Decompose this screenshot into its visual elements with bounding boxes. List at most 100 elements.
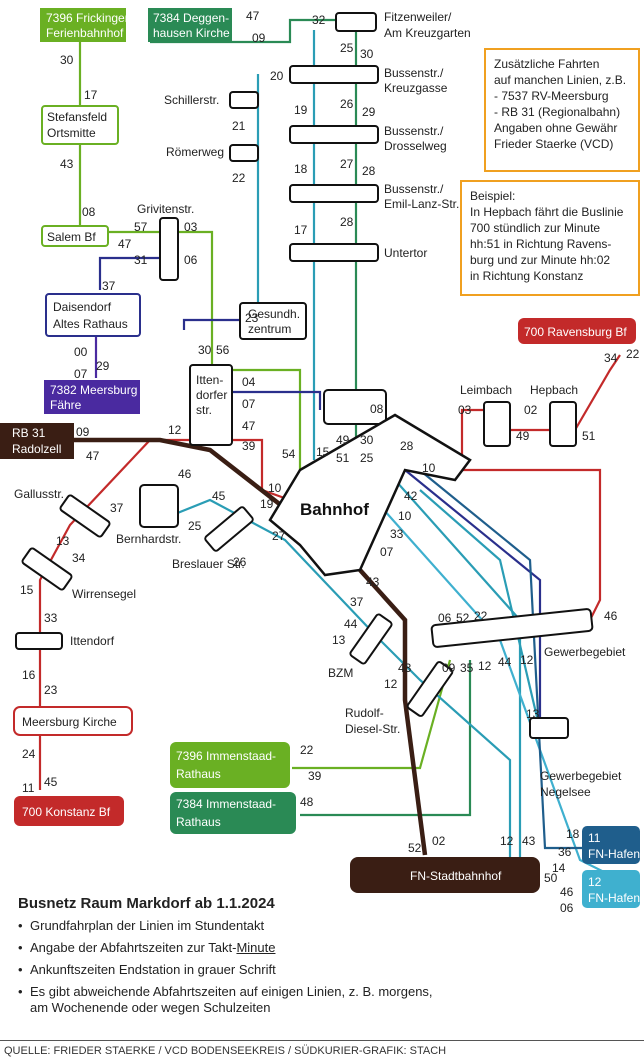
minute-label: 30	[360, 47, 374, 61]
note1-line: Zusätzliche Fahrten	[494, 57, 600, 71]
minute-label: 56	[216, 343, 230, 357]
minute-label: 23	[44, 683, 58, 697]
route-700-ravensburg	[460, 408, 602, 621]
minute-label: 04	[242, 375, 256, 389]
minute-label: 16	[22, 668, 36, 682]
minute-label: 13	[332, 633, 346, 647]
terminal-meersburg-l1: 7382 Meersburg	[50, 383, 137, 397]
minute-label: 12	[520, 653, 534, 667]
stop-gesundh-l1: Gesundh.	[248, 307, 300, 321]
minute-label: 49	[336, 433, 350, 447]
stop-drosselweg	[289, 125, 379, 144]
legend-text: Angabe der Abfahrtszeiten zur Takt-	[30, 940, 237, 955]
terminal-imm7396-l2: Rathaus	[176, 767, 221, 781]
stop-bahnhof-top	[323, 389, 387, 425]
note2-line: burg und zur Minute hh:02	[470, 253, 611, 267]
route-7384-immenstaad	[300, 660, 472, 817]
terminal-boxes: 7396 Frickingen Ferienbahnhof 7384 Degge…	[0, 8, 640, 908]
label-roemerweg: Römerweg	[166, 145, 224, 159]
minute-label: 33	[44, 611, 58, 625]
minute-label: 08	[370, 402, 384, 416]
note1-line: - 7537 RV-Meersburg	[494, 89, 609, 103]
legend-text: Grundfahrplan der Linien im Stundentakt	[30, 918, 265, 933]
label-drosselweg-2: Drosselweg	[384, 139, 447, 153]
terminal-fn12-l2: FN-Hafen	[588, 891, 640, 905]
minute-label: 30	[360, 433, 374, 447]
minute-label: 49	[516, 429, 530, 443]
minute-label: 51	[336, 451, 350, 465]
minute-label: 45	[212, 489, 226, 503]
minute-label: 47	[246, 9, 260, 23]
note-example: Beispiel: In Hepbach fährt die Buslinie …	[460, 180, 640, 296]
minute-label: 52	[408, 841, 422, 855]
terminal-imm7384-l1: 7384 Immenstaad-	[176, 797, 276, 811]
label-untertor: Untertor	[384, 246, 427, 260]
terminal-fn11-l1: 11	[588, 831, 601, 845]
minute-label: 12	[500, 834, 514, 848]
minute-label: 22	[474, 609, 488, 623]
label-negelsee-2: Negelsee	[540, 785, 591, 799]
minute-label: 07	[74, 367, 88, 381]
label-negelsee-1: Gewerbegebiet	[540, 769, 622, 783]
legend-item: •Ankunftszeiten Endstation in grauer Sch…	[18, 962, 276, 977]
stop-bzm	[349, 613, 393, 665]
minute-label: 46	[604, 609, 618, 623]
label-bernhardstr: Bernhardstr.	[116, 532, 181, 546]
source-credit: QUELLE: FRIEDER STAERKE / VCD BODENSEEKR…	[0, 1040, 644, 1060]
label-leimbach: Leimbach	[460, 383, 512, 397]
route-bluegewerbe	[404, 469, 542, 725]
terminal-immenstaad-7384	[170, 792, 296, 834]
stop-ittendorf	[15, 632, 63, 650]
label-fitzenweiler-2: Am Kreuzgarten	[384, 26, 471, 40]
minute-label: 27	[272, 529, 286, 543]
terminal-imm7396-l1: 7396 Immenstaad-	[176, 749, 276, 763]
minute-label: 31	[134, 253, 148, 267]
minute-label: 46	[178, 467, 192, 481]
minute-label: 46	[560, 885, 574, 899]
stop-breslauer	[204, 506, 254, 552]
terminal-deggenhausen	[148, 8, 232, 42]
minute-label: 25	[188, 519, 202, 533]
terminal-ravensburg-label: 700 Ravensburg Bf	[524, 325, 627, 339]
stop-bernhardstr	[139, 484, 179, 528]
label-hepbach: Hepbach	[530, 383, 578, 397]
terminal-konstanz	[14, 796, 124, 826]
minute-label: 37	[102, 279, 116, 293]
terminal-fn-stadtbahnhof	[350, 857, 540, 893]
minute-label: 10	[422, 461, 436, 475]
note1-line: Frieder Staerke (VCD)	[494, 137, 614, 151]
minute-label: 28	[340, 215, 354, 229]
minute-label: 15	[20, 583, 34, 597]
minute-label: 02	[524, 403, 538, 417]
label-bzm: BZM	[328, 666, 353, 680]
minute-label: 10	[268, 481, 282, 495]
terminal-fn11-l2: FN-Hafen	[588, 847, 640, 861]
minute-label: 03	[184, 220, 198, 234]
terminal-deggenhausen-l2: hausen Kirche	[153, 26, 230, 40]
minute-label: 39	[308, 769, 322, 783]
minute-label: 47	[118, 237, 132, 251]
minute-label: 25	[360, 451, 374, 465]
minute-label: 13	[526, 707, 540, 721]
minute-label: 10	[398, 509, 412, 523]
minute-label: 30	[60, 53, 74, 67]
terminal-ravensburg	[518, 318, 636, 344]
terminal-rb31	[0, 423, 74, 459]
label-breslauer: Breslauer Str.	[172, 557, 245, 571]
label-rudolf-2: Diesel-Str.	[345, 722, 400, 736]
stop-stefansfeld	[41, 105, 119, 145]
label-rudolf-1: Rudolf-	[345, 706, 384, 720]
legend-text: Es gibt abweichende Abfahrtszeiten auf e…	[30, 984, 433, 999]
note1-line: auf manchen Linien, z.B.	[494, 73, 627, 87]
route-rb31-fn	[358, 568, 428, 856]
stop-meersburg-kirche	[13, 706, 133, 736]
stop-fitzenweiler	[335, 12, 377, 32]
minute-label: 14	[552, 861, 566, 875]
terminal-frickingen	[40, 8, 126, 42]
minute-label: 37	[110, 501, 124, 515]
stop-gesundh	[189, 364, 233, 446]
terminal-fn-stadtbahnhof-label: FN-Stadtbahnhof	[410, 869, 502, 883]
minute-label: 47	[242, 419, 256, 433]
legend-item: •Es gibt abweichende Abfahrtszeiten auf …	[18, 984, 433, 1015]
